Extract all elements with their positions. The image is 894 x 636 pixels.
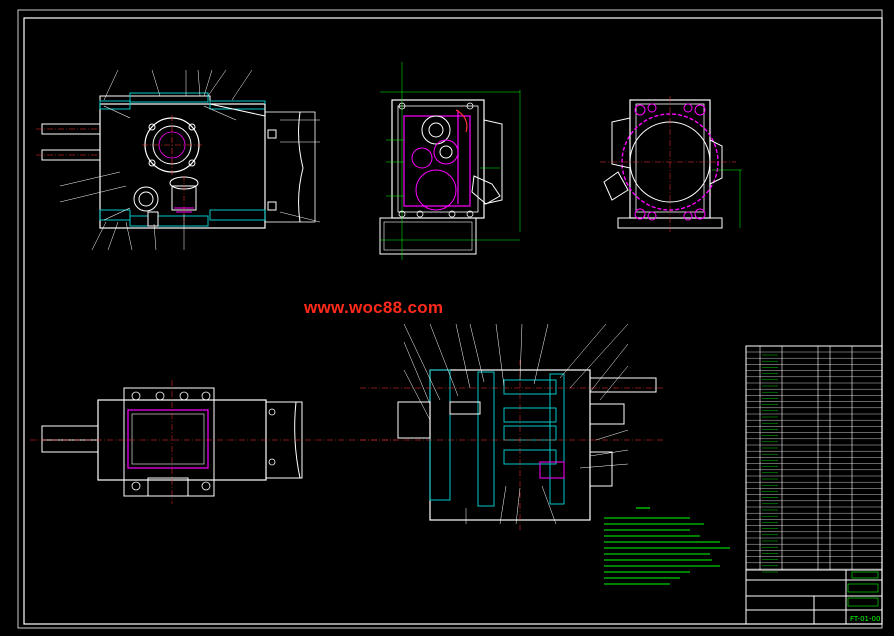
title-block: FT-01-00 xyxy=(745,345,883,625)
inner-frame xyxy=(23,17,883,625)
drawing-number: FT-01-00 xyxy=(850,615,880,623)
front-section-view xyxy=(36,69,321,251)
outer-frame xyxy=(17,9,883,629)
side-view-center xyxy=(379,62,521,260)
assembly-section xyxy=(360,323,664,530)
side-view-right xyxy=(600,96,742,232)
technical-notes xyxy=(604,507,730,585)
site-watermark: www.woc88.com xyxy=(304,298,444,317)
top-view xyxy=(30,380,396,504)
